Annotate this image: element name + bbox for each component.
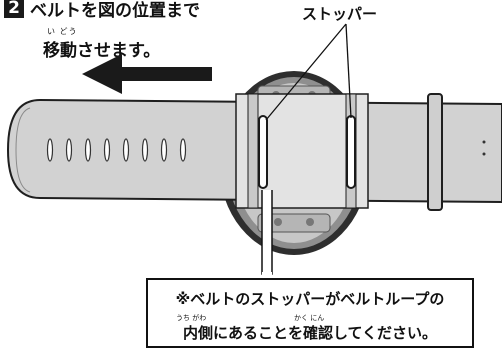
note-line2: 内側にあることを確認してください。 — [182, 324, 438, 342]
note-callout-connector — [261, 190, 273, 282]
stopper-leader-lines — [265, 23, 352, 121]
step-number-badge: 2 — [4, 0, 24, 18]
note-line1: ※ベルトのストッパーがベルトループの — [175, 290, 445, 308]
furigana-kakunin: かく にん — [294, 314, 325, 322]
stopper-right — [346, 115, 356, 189]
step-heading: 2 ベルトを図の位置まで — [0, 0, 200, 24]
step-instruction-line2: 移動させます。 — [43, 41, 161, 61]
left-arrow-icon — [82, 54, 212, 94]
strap-holes — [46, 138, 187, 162]
step-instruction-line1: ベルトを図の位置まで — [30, 0, 200, 21]
stopper-label: ストッパー — [302, 5, 378, 23]
furigana-move: い どう — [47, 27, 78, 36]
stopper-left — [258, 115, 268, 189]
furigana-uchigawa: うち がわ — [176, 314, 207, 322]
belt-loop — [427, 93, 443, 211]
note-box: ※ベルトのストッパーがベルトループの うち がわ かく にん 内側にあることを確… — [146, 278, 474, 348]
